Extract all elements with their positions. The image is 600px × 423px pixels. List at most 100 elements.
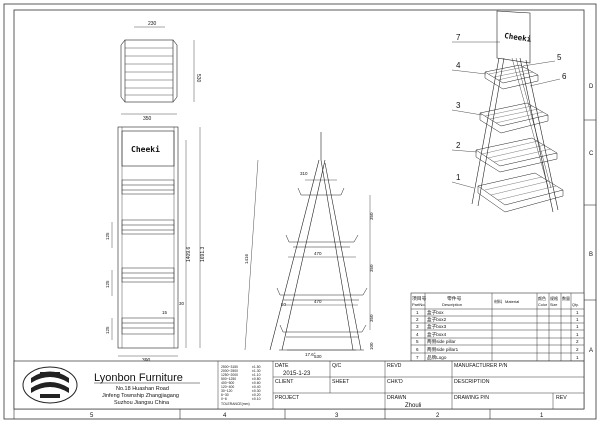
dim-side-leg-height: 1416 xyxy=(244,253,249,264)
dim-front-total-height: 1409.6 xyxy=(186,246,192,262)
svg-text:±0.40: ±0.40 xyxy=(252,385,261,389)
title-block: Lyonbon Furniture No.18 Huashan Road Jin… xyxy=(13,360,585,410)
svg-text:6~30: 6~30 xyxy=(221,393,229,397)
bom-row-2-desc: 盒子box2 xyxy=(427,316,447,322)
front-view xyxy=(111,126,201,357)
svg-text:TOLERANCE(mm): TOLERANCE(mm) xyxy=(221,402,250,406)
dim-side-depth-3: 530 xyxy=(314,354,322,359)
isometric-view xyxy=(451,10,564,213)
bom-row-2-qty: 1 xyxy=(576,317,579,322)
dim-side-front-offset: 50 xyxy=(281,302,287,307)
dim-side-depth-1: 470 xyxy=(314,251,322,256)
bom-row-4-qty: 1 xyxy=(576,332,579,337)
dim-front-gap-3: 125 xyxy=(105,326,110,334)
company-logo xyxy=(22,366,78,404)
bom-row-5-desc: 两侧side pillar xyxy=(427,338,456,345)
bom-row-7-desc: 品牌Logo xyxy=(427,354,447,361)
company-address-2: Jinfeng Township Zhangjiagang xyxy=(102,393,179,399)
svg-text:2000~2500: 2000~2500 xyxy=(221,369,238,373)
tolerance-table: 2500~3150 2000~2500 1250~2000 500~1250 4… xyxy=(221,365,261,406)
bom-row-4-desc: 盒子box4 xyxy=(427,331,447,337)
label-drawing-pn: DRAWING P/N xyxy=(454,395,489,401)
zone-col-5: 5 xyxy=(90,413,94,419)
bom-header-size-en: Size xyxy=(550,303,557,307)
zone-col-1: 1 xyxy=(540,413,544,419)
dim-front-gap-2: 125 xyxy=(105,280,110,288)
dim-side-bottom-offset: 100 xyxy=(369,342,374,350)
bom-row-3-qty: 1 xyxy=(576,324,579,329)
bom-row-1-no: 1 xyxy=(416,310,419,315)
top-view xyxy=(120,26,195,115)
dim-side-angle: 17.6° xyxy=(305,352,316,357)
bom-table: 项目号 PartNo. 零件号 Description 材料 Material … xyxy=(410,292,585,362)
dim-front-gap-1: 125 xyxy=(105,232,110,240)
dim-side-spacing-2: 350 xyxy=(369,264,374,272)
label-rev: REV xyxy=(556,395,567,401)
dim-front-overall-height: 1691.3 xyxy=(200,246,206,262)
bom-row-4-no: 4 xyxy=(416,332,419,337)
bom-row-3-no: 3 xyxy=(416,324,419,329)
svg-text:30~120: 30~120 xyxy=(221,389,233,393)
svg-text:±0.60: ±0.60 xyxy=(252,381,261,385)
svg-text:±0.80: ±0.80 xyxy=(252,377,261,381)
svg-text:±1.50: ±1.50 xyxy=(252,365,261,369)
label-client: CLIENT xyxy=(275,379,294,385)
svg-text:120~400: 120~400 xyxy=(221,385,234,389)
front-brand-text: Cheeki xyxy=(131,144,160,154)
label-drawn: DRAWN xyxy=(387,395,407,401)
bom-row-1-qty: 1 xyxy=(576,310,579,315)
bom-row-6-qty: 2 xyxy=(576,347,579,352)
balloon-7: 7 xyxy=(456,33,461,42)
bom-row-6-no: 6 xyxy=(416,347,419,352)
bom-header-desc-cn: 零件号 xyxy=(447,295,462,302)
bom-header-no-en: PartNo. xyxy=(412,302,426,307)
dim-front-spacing: 30 xyxy=(179,301,185,306)
bom-header-material-en: Material xyxy=(505,299,519,304)
label-description: DESCRIPTION xyxy=(454,379,490,385)
bom-row-7-no: 7 xyxy=(416,355,419,360)
svg-text:±0.20: ±0.20 xyxy=(252,393,261,397)
bom-header-color-cn: 颜色 xyxy=(538,295,546,301)
company-address-1: No.18 Huashan Road xyxy=(116,386,169,392)
company-address-3: Suzhou Jiangsu China xyxy=(114,400,170,406)
bom-row-5-qty: 2 xyxy=(576,339,579,344)
svg-text:0~6: 0~6 xyxy=(221,397,227,401)
balloon-1: 1 xyxy=(456,173,461,182)
value-drawn: Zhouli xyxy=(405,403,421,409)
zone-col-2: 2 xyxy=(436,413,440,419)
bom-row-3-desc: 盒子box3 xyxy=(427,323,447,329)
balloon-5: 5 xyxy=(557,53,562,62)
side-view xyxy=(244,132,371,351)
bom-header-no-cn: 项目号 xyxy=(412,296,427,302)
iso-brand-text: Cheeki xyxy=(504,31,533,44)
label-manufacturer: MANUFACTURER P/N xyxy=(454,363,508,369)
bom-row-6-desc: 两侧side pillar1 xyxy=(427,346,459,353)
dim-top-depth: 230 xyxy=(148,21,157,27)
balloon-2: 2 xyxy=(456,141,461,150)
label-project: PROJECT xyxy=(275,395,300,401)
bom-header-qty-en: Qty. xyxy=(572,303,579,307)
bom-row-5-no: 5 xyxy=(416,339,419,344)
dim-top-length: 530 xyxy=(195,74,201,83)
svg-text:500~1250: 500~1250 xyxy=(221,377,236,381)
dim-top-width: 350 xyxy=(143,116,152,122)
bom-row-2-no: 2 xyxy=(416,317,419,322)
value-date: 2015-1-23 xyxy=(283,371,311,377)
dim-side-spacing-1: 350 xyxy=(369,212,374,220)
dim-side-spacing-3: 350 xyxy=(369,314,374,322)
label-chkd: CHK'D xyxy=(387,379,403,385)
label-revd: REVD xyxy=(387,363,402,369)
dim-side-depth-2: 470 xyxy=(314,299,322,304)
balloon-4: 4 xyxy=(456,61,461,70)
label-qc: Q/C xyxy=(332,363,341,369)
svg-text:400~500: 400~500 xyxy=(221,381,234,385)
bom-row-1-desc: 盒子box xyxy=(427,309,444,315)
zone-col-4: 4 xyxy=(223,413,227,419)
company-name: Lyonbon Furniture xyxy=(94,372,183,384)
label-sheet: SHEET xyxy=(332,379,350,385)
bom-header-color-en: Color xyxy=(538,303,548,307)
balloon-3: 3 xyxy=(456,101,461,110)
bom-header-qty-cn: 数量 xyxy=(562,295,570,301)
bom-header-material-cn: 材料 xyxy=(494,298,502,304)
